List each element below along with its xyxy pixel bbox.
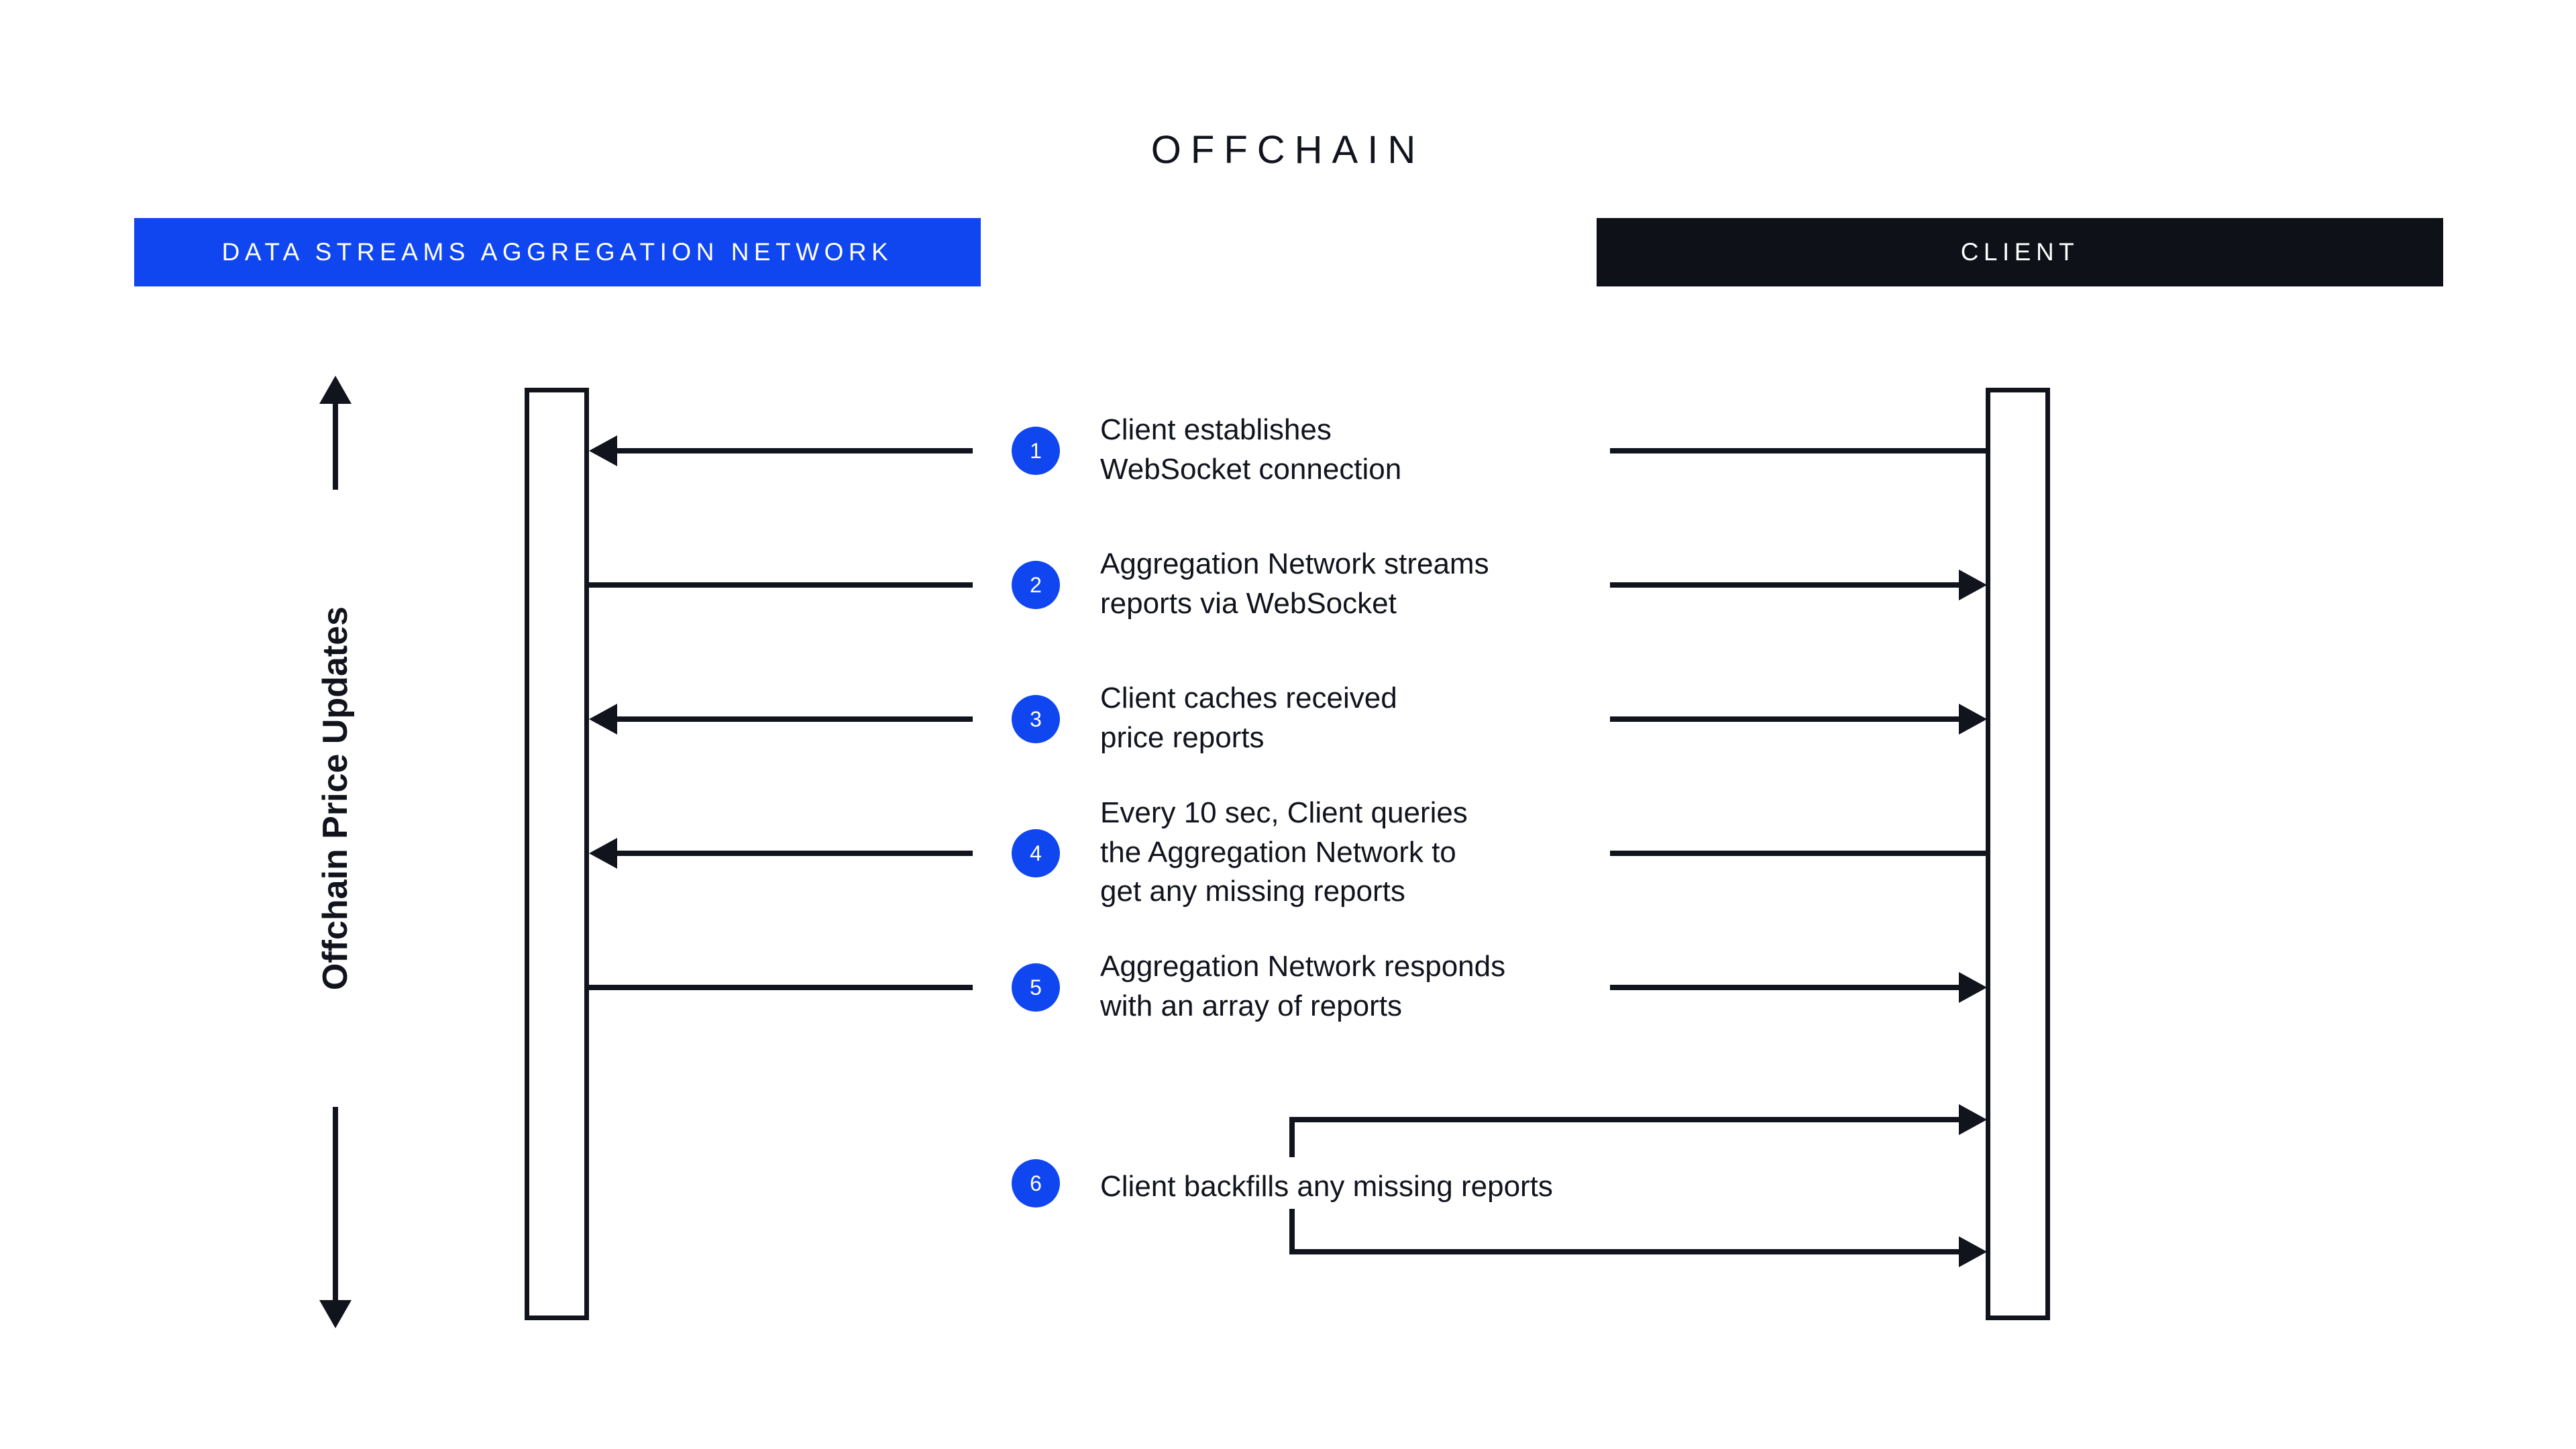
lane-header-client-label: CLIENT [1960, 238, 2080, 266]
self-loop-top-stub [1289, 1117, 1295, 1157]
connector-line-left [617, 716, 973, 722]
self-loop-bottom-stub [1289, 1209, 1295, 1254]
arrow-head-right-icon [1959, 704, 1987, 735]
step-number-badge[interactable]: 1 [1012, 427, 1060, 475]
arrow-down-icon [319, 1300, 352, 1328]
lane-header-aggregation-network: DATA STREAMS AGGREGATION NETWORK [134, 218, 981, 286]
step-number-badge[interactable]: 5 [1012, 963, 1060, 1012]
arrow-head-right-icon [1959, 1236, 1987, 1267]
step-description: Aggregation Network streams reports via … [1100, 547, 1489, 620]
step-description: Client establishes WebSocket connection [1100, 413, 1402, 486]
connector-line-right [1610, 985, 1959, 990]
lifeline-client [1986, 388, 2050, 1320]
lane-header-aggregation-network-label: DATA STREAMS AGGREGATION NETWORK [221, 238, 894, 266]
arrow-head-left-icon [589, 838, 617, 869]
step-number-badge[interactable]: 6 [1012, 1159, 1060, 1208]
connector-line-left [617, 851, 973, 856]
arrow-head-left-icon [589, 704, 617, 735]
connector-line-left [617, 448, 973, 453]
step-description: Client backfills any missing reports [1100, 1170, 1553, 1203]
self-loop-bottom-line [1289, 1249, 1959, 1254]
connector-line-right [1610, 448, 1987, 453]
step-number-badge[interactable]: 4 [1012, 829, 1060, 877]
page-title: OFFCHAIN [1150, 128, 1426, 172]
lane-header-client: CLIENT [1597, 218, 2443, 286]
connector-line-left [589, 985, 973, 990]
arrow-head-right-icon [1959, 1104, 1987, 1135]
arrow-head-right-icon [1959, 972, 1987, 1003]
self-loop-top-line [1289, 1117, 1959, 1122]
connector-line-left [589, 582, 973, 588]
connector-line-right [1610, 582, 1959, 588]
connector-line-right [1610, 716, 1959, 722]
arrow-head-left-icon [589, 435, 617, 466]
step-description: Aggregation Network responds with an arr… [1100, 950, 1506, 1022]
lifeline-aggregation-network [525, 388, 589, 1320]
arrow-head-right-icon [1959, 570, 1987, 600]
step-description: Every 10 sec, Client queries the Aggrega… [1100, 796, 1468, 908]
time-axis: Offchain Price Updates [288, 376, 382, 1328]
step-number-badge[interactable]: 3 [1012, 695, 1060, 743]
connector-line-right [1610, 851, 1987, 856]
step-description: Client caches received price reports [1100, 682, 1397, 754]
time-axis-label: Offchain Price Updates [309, 490, 362, 1107]
step-number-badge[interactable]: 2 [1012, 561, 1060, 609]
